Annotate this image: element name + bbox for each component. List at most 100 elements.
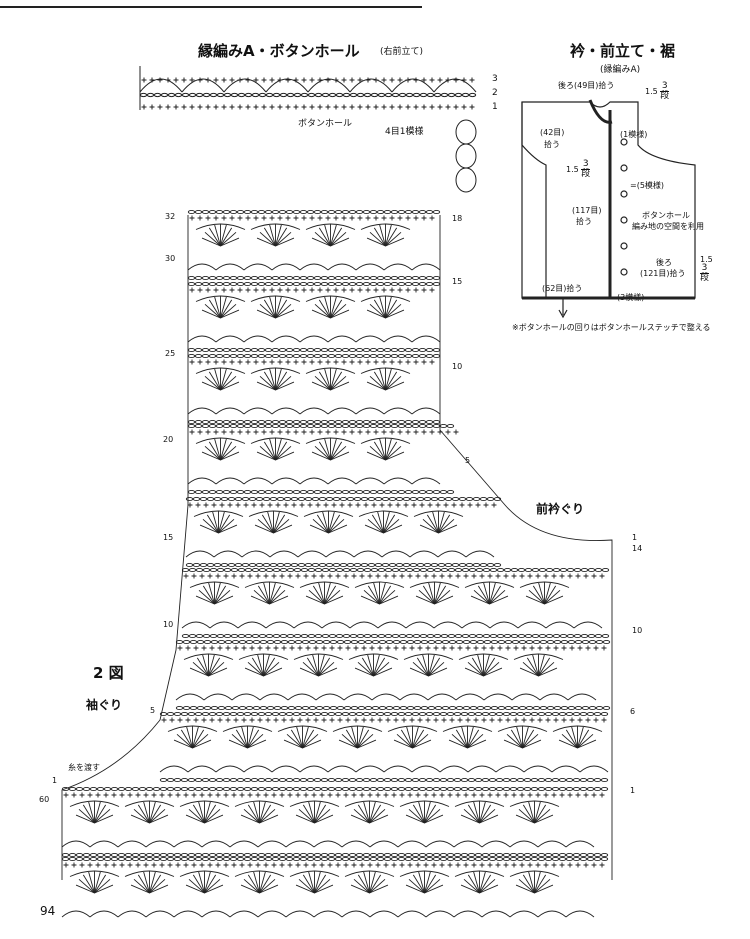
dc-stitch <box>275 224 282 247</box>
dc-stitch <box>467 726 474 749</box>
sc-stitch <box>367 792 373 798</box>
chain-stitch <box>320 856 329 862</box>
chain-stitch <box>280 705 289 711</box>
chain-stitch <box>250 777 259 783</box>
chain-loop <box>223 78 267 93</box>
right-row-18: 18 <box>452 214 463 223</box>
chain-stitch <box>353 496 362 502</box>
chain-stitch <box>306 777 315 783</box>
chain-stitch <box>321 633 330 639</box>
chain-stitch <box>201 275 210 281</box>
sc-stitch <box>457 717 463 723</box>
chain-stitch <box>189 705 198 711</box>
chain-stitch <box>404 852 413 858</box>
chain-stitch <box>397 419 406 425</box>
chain-stitch <box>418 347 427 353</box>
chain-loop <box>231 693 261 701</box>
dc-stitch <box>220 368 227 391</box>
dc-stitch <box>314 814 334 824</box>
chain-stitch <box>236 347 245 353</box>
dc-stitch <box>434 582 441 605</box>
sc-stitch <box>317 429 323 435</box>
button-marker <box>620 216 628 224</box>
chain-stitch <box>327 711 336 717</box>
chain-stitch <box>432 856 441 862</box>
dc-stitch <box>214 582 221 605</box>
dc-stitch <box>244 667 264 677</box>
dc-stitch <box>259 874 272 894</box>
dc-stitch <box>477 585 490 605</box>
chain-stitch <box>553 705 562 711</box>
chain-stitch <box>89 786 98 792</box>
chain-stitch <box>208 489 217 495</box>
chain-stitch <box>551 856 560 862</box>
dc-stitch <box>479 801 486 824</box>
dc-stitch <box>243 808 260 824</box>
dc-stitch <box>247 661 264 677</box>
chain-stitch <box>369 423 378 429</box>
dc-stitch <box>460 814 480 824</box>
dc-stitch <box>424 804 437 824</box>
sc-stitch <box>245 215 251 221</box>
chain-stitch <box>545 633 554 639</box>
chain-stitch <box>475 567 484 573</box>
chain-loop <box>453 910 483 918</box>
chain-stitch <box>208 275 217 281</box>
chain-stitch <box>271 281 280 287</box>
dc-stitch <box>483 661 500 677</box>
sc-stitch <box>377 645 383 651</box>
chain-arch <box>289 870 340 877</box>
sc-stitch <box>189 215 195 221</box>
sc-stitch <box>391 573 397 579</box>
chain-stitch <box>243 786 252 792</box>
sc-stitch <box>281 645 287 651</box>
sc-stitch <box>253 104 259 110</box>
chain-stitch <box>411 423 420 429</box>
chain-stitch <box>404 347 413 353</box>
chain-stitch <box>412 567 421 573</box>
sc-stitch <box>553 717 559 723</box>
schematic-outline <box>521 101 696 299</box>
chain-stitch <box>461 567 470 573</box>
dc-stitch <box>247 739 267 749</box>
row-label-32: 32 <box>165 212 176 221</box>
dc-stitch <box>479 871 486 894</box>
chain-stitch <box>418 852 427 858</box>
chain-loop <box>325 550 355 558</box>
chain-stitch <box>138 852 147 858</box>
chain-stitch <box>223 92 232 98</box>
chain-stitch <box>341 281 350 287</box>
dc-stitch <box>318 661 335 677</box>
sc-stitch <box>237 359 243 365</box>
dc-stitch <box>330 231 347 247</box>
chain-stitch <box>180 777 189 783</box>
sc-stitch <box>79 792 85 798</box>
dc-stitch <box>220 445 237 461</box>
chain-stitch <box>404 489 413 495</box>
chain-stitch <box>229 347 238 353</box>
chain-stitch <box>194 347 203 353</box>
chain-stitch <box>245 705 254 711</box>
dc-stitch <box>330 303 347 319</box>
sc-stitch <box>281 717 287 723</box>
chain-stitch <box>306 281 315 287</box>
chain-stitch <box>273 639 282 645</box>
back-top-label: 後ろ(49目)拾う <box>558 81 615 90</box>
chain-loop <box>397 840 427 848</box>
dc-stitch <box>314 884 334 894</box>
sc-stitch <box>261 429 267 435</box>
chain-loop <box>397 910 427 918</box>
sc-stitch <box>271 792 277 798</box>
chain-stitch <box>348 489 357 495</box>
chain-loop <box>265 621 295 629</box>
chain-stitch <box>313 353 322 359</box>
chain-stitch <box>180 852 189 858</box>
sc-stitch <box>177 717 183 723</box>
chain-stitch <box>166 856 175 862</box>
dc-stitch <box>312 585 325 605</box>
right-row-6: 6 <box>630 707 636 716</box>
chain-stitch <box>503 567 512 573</box>
sc-stitch <box>429 215 435 221</box>
chain-stitch <box>166 711 175 717</box>
